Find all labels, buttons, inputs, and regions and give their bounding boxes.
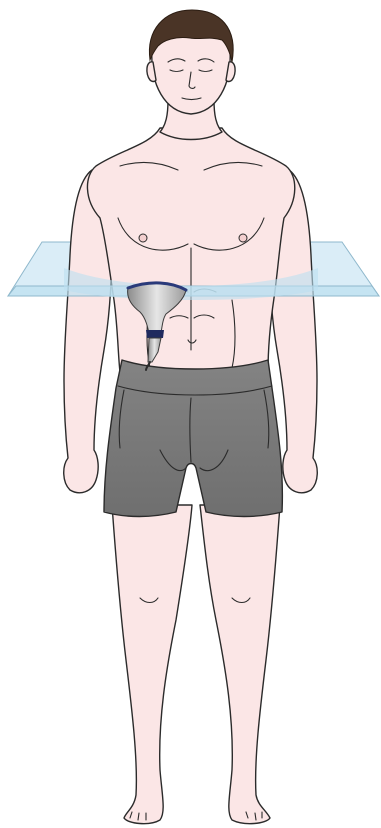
right-leg	[200, 505, 280, 824]
probe-grip-band	[146, 330, 164, 338]
left-nipple	[139, 234, 147, 242]
shorts	[104, 360, 282, 517]
right-nipple	[239, 234, 247, 242]
left-leg	[112, 505, 192, 824]
